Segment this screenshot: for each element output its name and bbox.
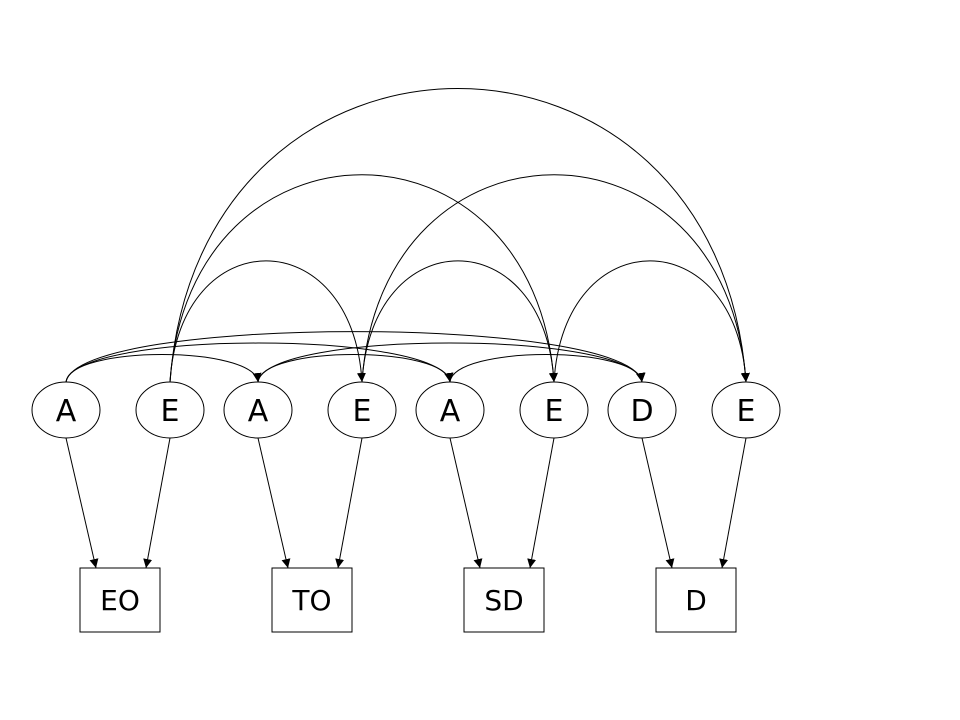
node-ellipse xyxy=(327,381,397,439)
link-n1-b1 xyxy=(65,437,99,569)
node-ellipse xyxy=(223,381,293,439)
box-b4: D xyxy=(655,567,737,633)
link-n5-b3 xyxy=(449,437,483,569)
link-n4-b2 xyxy=(335,437,363,569)
box-label: D xyxy=(685,584,707,617)
node-ellipse xyxy=(607,381,677,439)
arc-n1-n3 xyxy=(65,354,262,383)
node-label: A xyxy=(56,394,77,429)
link-n7-b4 xyxy=(641,437,675,569)
node-n1: A xyxy=(31,381,101,439)
node-label: E xyxy=(545,394,564,429)
node-ellipse xyxy=(31,381,101,439)
arc-n3-n5 xyxy=(257,354,454,383)
link-n8-b4 xyxy=(719,437,747,569)
box-b3: SD xyxy=(463,567,545,633)
node-ellipse xyxy=(519,381,589,439)
arc-n6-n8 xyxy=(553,260,750,383)
link-n6-b3 xyxy=(527,437,555,569)
arc-n1-n7 xyxy=(65,331,645,383)
node-n2: E xyxy=(135,381,205,439)
node-label: E xyxy=(161,394,180,429)
node-n5: A xyxy=(415,381,485,439)
arc-n4-n8 xyxy=(361,174,750,383)
node-to-box-edges xyxy=(65,437,747,569)
link-n2-b1 xyxy=(143,437,171,569)
arc-n2-n6 xyxy=(169,174,558,383)
node-n7: D xyxy=(607,381,677,439)
arc-n5-n7 xyxy=(449,354,646,383)
node-label: D xyxy=(630,394,653,429)
node-label: A xyxy=(440,394,461,429)
box-label: TO xyxy=(291,584,331,617)
node-ellipse xyxy=(415,381,485,439)
node-n4: E xyxy=(327,381,397,439)
box-rect xyxy=(463,567,545,633)
node-label: A xyxy=(248,394,269,429)
box-nodes: EO TO SD D xyxy=(79,567,737,633)
node-ellipse xyxy=(135,381,205,439)
node-ellipse xyxy=(711,381,781,439)
node-label: E xyxy=(353,394,372,429)
node-n8: E xyxy=(711,381,781,439)
arc-n4-n6 xyxy=(361,260,558,383)
link-n3-b2 xyxy=(257,437,291,569)
arc-n1-n5 xyxy=(65,342,454,383)
node-n3: A xyxy=(223,381,293,439)
box-rect xyxy=(655,567,737,633)
arc-n2-n8 xyxy=(169,88,750,383)
box-rect xyxy=(271,567,353,633)
box-b1: EO xyxy=(79,567,161,633)
arc-n2-n4 xyxy=(169,260,366,383)
node-label: E xyxy=(737,394,756,429)
box-rect xyxy=(79,567,161,633)
arc-edges xyxy=(65,88,750,383)
node-n6: E xyxy=(519,381,589,439)
arc-n3-n7 xyxy=(257,342,646,383)
box-label: SD xyxy=(484,584,523,617)
box-label: EO xyxy=(100,584,140,617)
box-b2: TO xyxy=(271,567,353,633)
